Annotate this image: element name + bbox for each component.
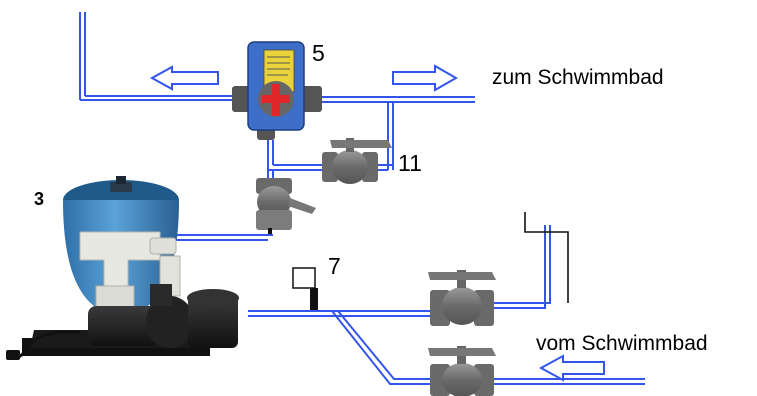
pipe-network [79, 12, 645, 385]
arrow-left-top [149, 65, 219, 91]
ball-valve-icon-upper-right [428, 270, 496, 326]
arrow-right-top [392, 64, 459, 92]
pipe-from-pool [490, 378, 645, 385]
label-to-pool: zum Schwimmbad [492, 66, 664, 89]
pipe-left-horizontal [80, 95, 232, 101]
pipe-bypass-vertical [387, 102, 394, 170]
pipe-pump-outlet [248, 310, 432, 317]
pipe-right-upper [490, 225, 551, 309]
ball-valve-icon-vertical [256, 178, 316, 234]
label-from-pool: vom Schwimmbad [536, 332, 708, 355]
pipe-to-pool [318, 96, 475, 103]
pipe-valve5-down [267, 140, 274, 170]
pipe-diagonal [331, 310, 432, 385]
pool-pump-icon [6, 284, 239, 360]
pipe-junction-horizontal [268, 164, 322, 171]
valve-red-handle [262, 84, 290, 116]
flow-arrow-icon [149, 64, 605, 382]
label-filter-3: 3 [34, 189, 45, 209]
ball-valve-icon-11 [322, 138, 392, 184]
pipe-bypass-horizontal [376, 164, 393, 171]
ball-valve-icon-lower-right [428, 346, 496, 396]
sensor-icon [292, 267, 318, 310]
three-way-valve-icon [232, 41, 322, 140]
label-valve-11: 11 [398, 150, 422, 176]
pipe-filter-connection [175, 234, 273, 241]
arrow-left-bottom [538, 354, 605, 382]
label-sensor-7: 7 [328, 253, 341, 279]
label-valve-5: 5 [312, 40, 325, 66]
signal-lines [524, 212, 569, 303]
pipe-left-vertical [79, 12, 86, 100]
pipe-junction-down [267, 170, 274, 178]
